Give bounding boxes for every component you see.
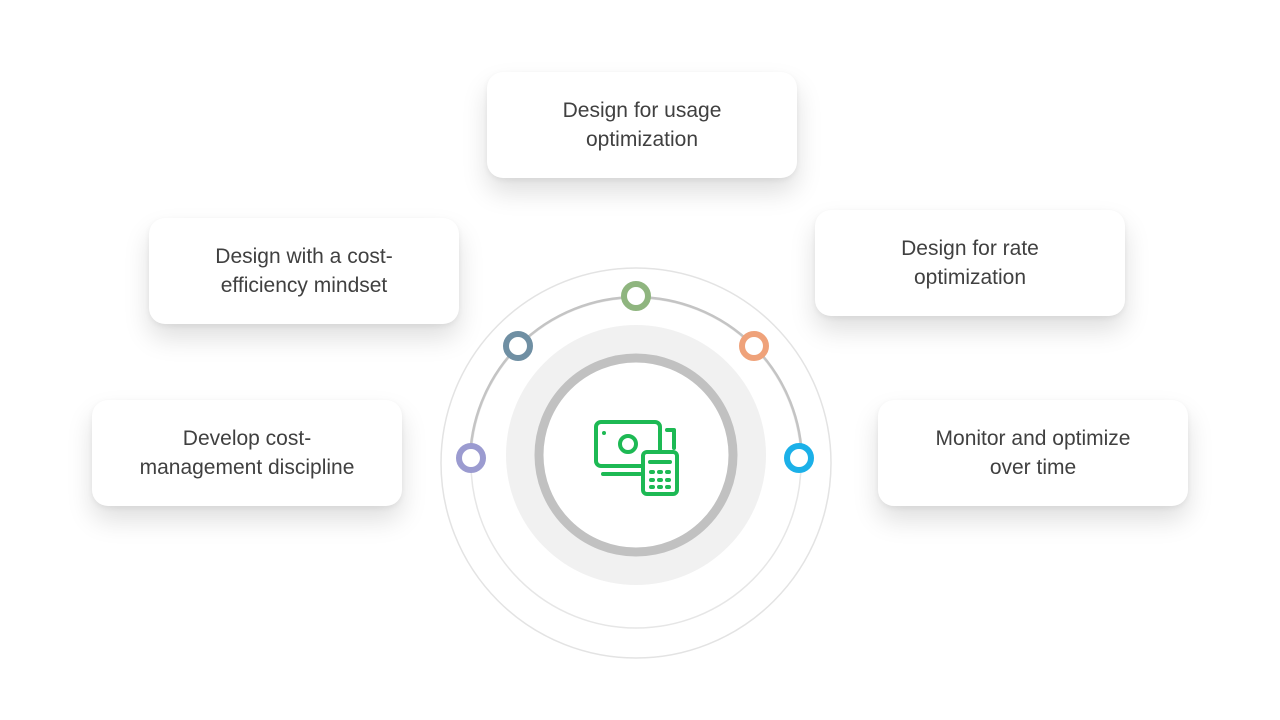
- card-monitor-optimize: Monitor and optimize over time: [878, 400, 1188, 506]
- card-mindset-label: Design with a cost-efficiency mindset: [215, 245, 393, 297]
- node-discipline: [456, 443, 486, 473]
- money-calculator-icon: [594, 420, 679, 496]
- node-rate: [739, 331, 769, 361]
- card-cost-management-discipline: Develop cost-management discipline: [92, 400, 402, 506]
- node-mindset: [503, 331, 533, 361]
- node-usage: [621, 281, 651, 311]
- card-rate-label: Design for rate optimization: [901, 237, 1039, 289]
- node-monitor: [784, 443, 814, 473]
- card-cost-efficiency-mindset: Design with a cost-efficiency mindset: [149, 218, 459, 324]
- outer-ring: [440, 267, 832, 659]
- card-monitor-label: Monitor and optimize over time: [935, 427, 1131, 479]
- card-usage-label: Design for usage optimization: [562, 99, 722, 151]
- center-ring: [534, 353, 738, 557]
- card-rate-optimization: Design for rate optimization: [815, 210, 1125, 316]
- card-discipline-label: Develop cost-management discipline: [139, 427, 355, 479]
- card-usage-optimization: Design for usage optimization: [487, 72, 797, 178]
